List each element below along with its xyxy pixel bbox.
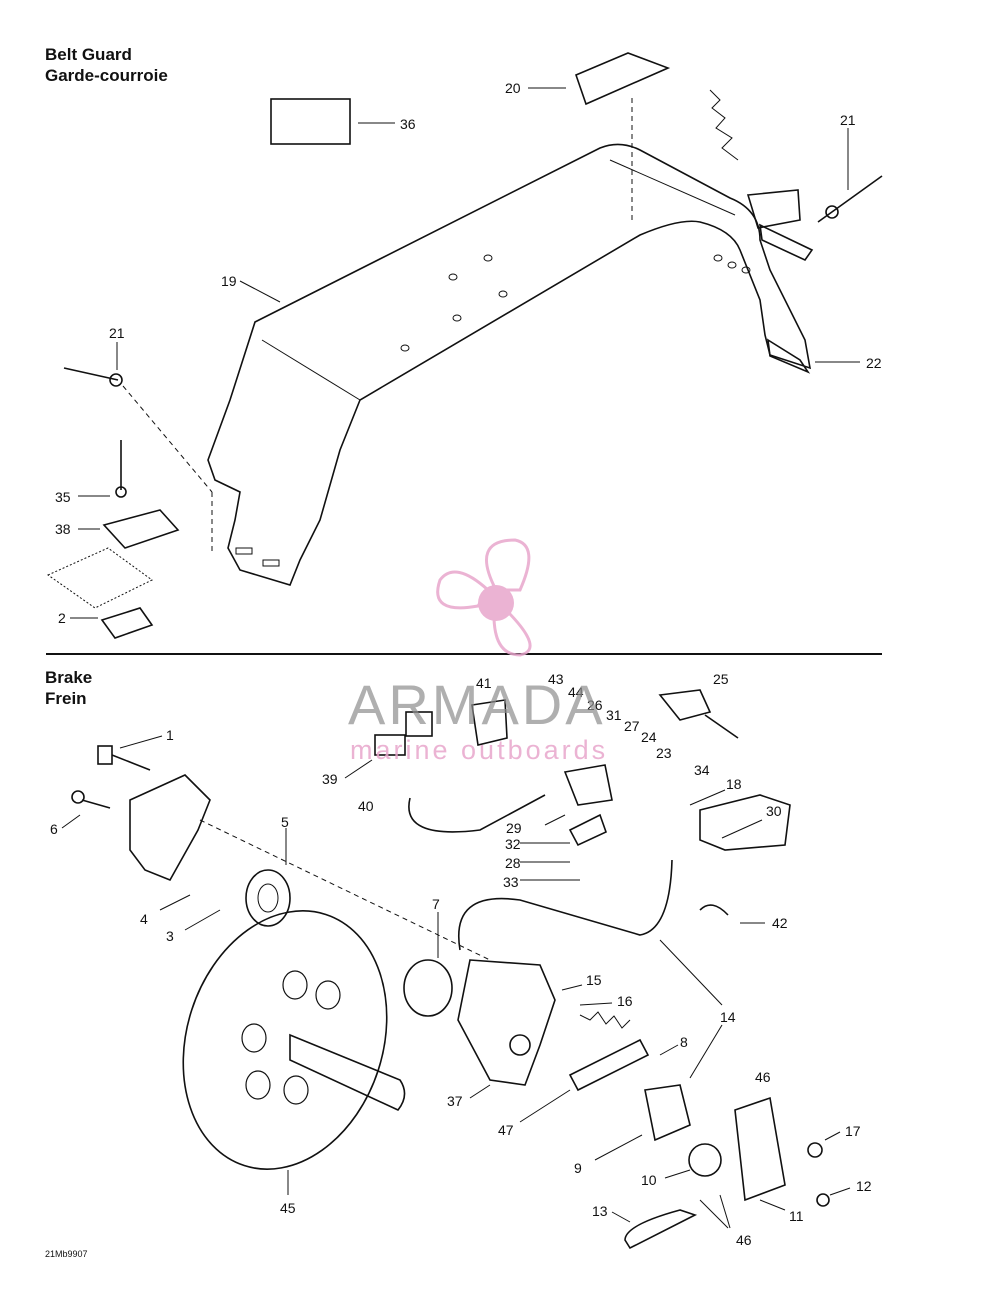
callout-20: 20	[505, 80, 521, 96]
callout-47: 47	[498, 1122, 514, 1138]
callout-23: 23	[656, 745, 672, 761]
callout-40: 40	[358, 798, 374, 814]
callout-17: 17	[845, 1123, 861, 1139]
pad	[46, 547, 153, 609]
callout-35: 35	[55, 489, 71, 505]
belt-guard-title: Belt Guard	[45, 45, 132, 64]
rivet-21-left	[63, 342, 123, 387]
bracket-22	[766, 338, 811, 374]
callout-25: 25	[713, 671, 729, 687]
rod-47	[568, 1038, 650, 1092]
callout-27: 27	[624, 718, 640, 734]
brake-title: Brake	[45, 668, 93, 687]
bolt-1	[97, 735, 163, 771]
watermark-logo	[436, 538, 532, 657]
brake-disc-45	[182, 910, 388, 1170]
callout-31: 31	[606, 707, 622, 723]
callout-33: 33	[503, 874, 519, 890]
spring-16	[579, 1011, 631, 1029]
callout-12: 12	[856, 1178, 872, 1194]
callout-42: 42	[772, 915, 788, 931]
lever-30	[699, 794, 791, 851]
callout-22: 22	[866, 355, 882, 371]
callout-11: 11	[789, 1208, 804, 1224]
chain-13	[624, 1209, 698, 1250]
callout-14: 14	[720, 1009, 736, 1025]
sprocket-10	[688, 1143, 722, 1177]
decal-36	[270, 98, 351, 145]
callout-5: 5	[281, 814, 289, 830]
callout-46-top: 46	[755, 1069, 771, 1085]
callout-4: 4	[140, 911, 148, 927]
callout-38: 38	[55, 521, 71, 537]
callout-8: 8	[680, 1034, 688, 1050]
callout-18: 18	[726, 776, 742, 792]
wing-nut-12	[816, 1193, 830, 1207]
callout-39: 39	[322, 771, 338, 787]
callout-45: 45	[280, 1200, 296, 1216]
callout-6: 6	[50, 821, 58, 837]
brake-title-fr: Frein	[45, 689, 87, 708]
callout-44: 44	[568, 684, 584, 700]
callout-28: 28	[505, 855, 521, 871]
shaft	[289, 1033, 406, 1111]
connector-41	[405, 711, 433, 737]
belt-guard-19	[207, 143, 812, 586]
watermark-brand: ARMADA	[348, 673, 606, 736]
caliper-37	[457, 959, 556, 1086]
hub-7	[403, 959, 453, 1017]
callout-3: 3	[166, 928, 174, 944]
callout-36: 36	[400, 116, 416, 132]
callout-29: 29	[506, 820, 522, 836]
callout-32: 32	[505, 836, 521, 852]
callout-37: 37	[447, 1093, 463, 1109]
housing-11	[734, 1096, 786, 1202]
rivet-21-right	[817, 128, 883, 223]
reference-code: 21Mb9907	[45, 1249, 88, 1259]
callout-46-bottom: 46	[736, 1232, 752, 1248]
callout-21-left: 21	[109, 325, 125, 341]
callout-26: 26	[587, 697, 603, 713]
decal-20	[575, 52, 671, 106]
callout-43: 43	[548, 671, 564, 687]
callout-7: 7	[432, 896, 440, 912]
belt-guard-title-fr: Garde-courroie	[45, 66, 168, 85]
bracket-38	[102, 509, 180, 549]
callout-9: 9	[574, 1160, 582, 1176]
bushing-5	[245, 869, 291, 927]
callout-24: 24	[641, 729, 657, 745]
mount-bracket	[129, 774, 211, 882]
callout-16: 16	[617, 993, 633, 1009]
callout-21-right: 21	[840, 112, 856, 128]
clip-42	[699, 904, 729, 916]
plate-2	[100, 607, 154, 639]
cable-14	[458, 859, 673, 951]
callout-2: 2	[58, 610, 66, 626]
callout-41: 41	[476, 675, 492, 691]
switch-25	[658, 689, 712, 721]
callout-34: 34	[694, 762, 710, 778]
arm-9	[644, 1084, 691, 1142]
latch-32	[568, 813, 607, 847]
connector-39	[374, 734, 406, 756]
callout-10: 10	[641, 1172, 657, 1188]
callout-1: 1	[166, 727, 174, 743]
callout-15: 15	[586, 972, 602, 988]
callout-19: 19	[221, 273, 237, 289]
callout-30: 30	[766, 803, 782, 819]
watermark-tagline: marine outboards	[350, 735, 609, 765]
callout-13: 13	[592, 1203, 608, 1219]
nut-17	[807, 1142, 823, 1158]
housing-24	[563, 764, 613, 806]
bracket-43	[471, 699, 508, 746]
